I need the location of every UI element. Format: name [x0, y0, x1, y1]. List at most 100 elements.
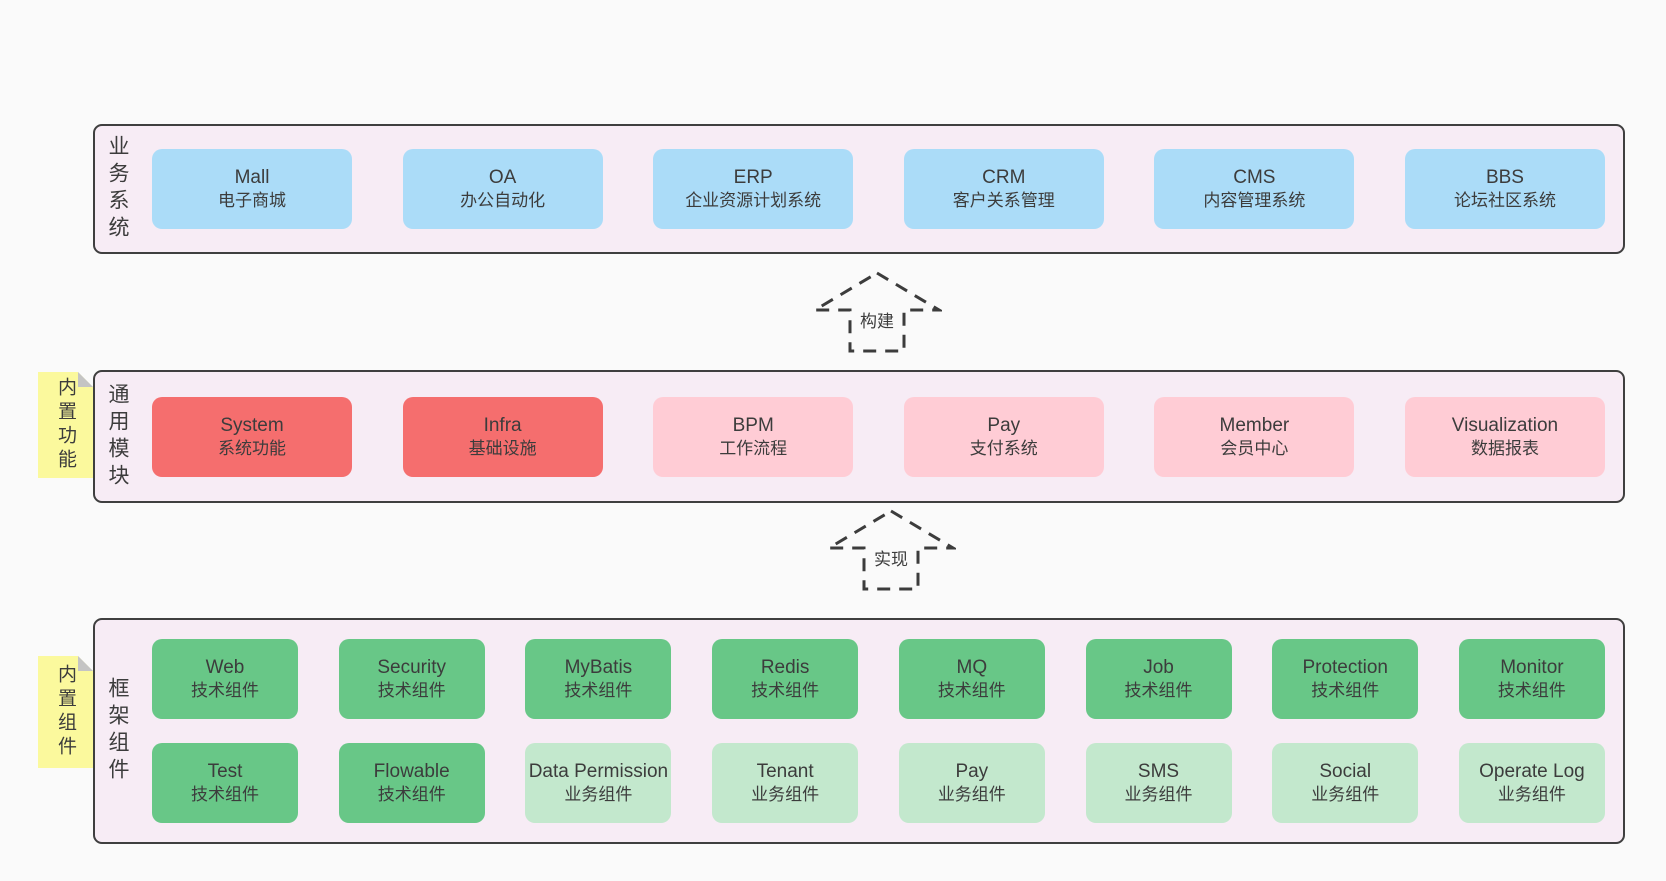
box-title: Mall [234, 167, 270, 189]
box-subtitle: 论坛社区系统 [1453, 191, 1556, 211]
build-arrow: 构建 [812, 270, 942, 354]
box-title: MyBatis [564, 657, 633, 679]
box-subtitle: 工作流程 [719, 438, 788, 458]
framework-components-row-1: Web 技术组件 Security 技术组件 MyBatis 技术组件 Redi… [152, 639, 1605, 719]
box-mybatis: MyBatis 技术组件 [525, 639, 672, 719]
box-crm: CRM 客户关系管理 [903, 149, 1104, 229]
box-subtitle: 技术组件 [1124, 681, 1193, 701]
box-web: Web 技术组件 [152, 639, 298, 719]
box-flowable: Flowable 技术组件 [338, 743, 485, 823]
framework-components-row-2: Test 技术组件 Flowable 技术组件 Data Permission … [152, 743, 1605, 823]
box-erp: ERP 企业资源计划系统 [653, 149, 854, 229]
implement-arrow-label: 实现 [869, 544, 913, 571]
sticky-tab-label: 内置功能 [55, 377, 76, 473]
box-title: BBS [1485, 167, 1524, 189]
box-title: Member [1219, 414, 1290, 436]
box-title: Operate Log [1479, 761, 1585, 783]
layer-label-common-modules: 通用模块 [106, 382, 129, 491]
box-subtitle: 企业资源计划系统 [685, 191, 822, 211]
sticky-tab-built-in-features: 内置功能 [38, 372, 93, 478]
folded-corner-icon [78, 656, 93, 671]
box-redis: Redis 技术组件 [712, 639, 859, 719]
layer-label-framework-components: 框架组件 [106, 677, 129, 785]
box-title: ERP [733, 167, 773, 189]
box-mq: MQ 技术组件 [898, 639, 1045, 719]
box-title: Infra [483, 414, 522, 436]
box-member: Member 会员中心 [1154, 396, 1355, 477]
box-title: CRM [982, 167, 1026, 189]
box-test: Test 技术组件 [152, 743, 298, 823]
layer-framework-components: 框架组件 Web 技术组件 Security 技术组件 MyBatis 技术组件… [93, 618, 1625, 844]
business-systems-boxes: Mall 电子商城 OA 办公自动化 ERP 企业资源计划系统 CRM 客户关系… [128, 126, 1623, 252]
box-subtitle: 技术组件 [377, 681, 446, 701]
box-subtitle: 业务组件 [1311, 785, 1380, 805]
box-title: Protection [1302, 657, 1388, 679]
dashed-up-arrow-icon [812, 271, 942, 353]
box-operate-log: Operate Log 业务组件 [1458, 743, 1605, 823]
box-subtitle: 会员中心 [1220, 438, 1289, 458]
box-sms: SMS 业务组件 [1085, 743, 1232, 823]
common-modules-boxes: System 系统功能 Infra 基础设施 BPM 工作流程 Pay 支付系统… [128, 372, 1623, 501]
box-subtitle: 技术组件 [1311, 681, 1380, 701]
box-title: Job [1143, 657, 1174, 679]
sticky-tab-label: 内置组件 [55, 664, 76, 760]
box-title: Data Permission [528, 761, 669, 783]
box-subtitle: 业务组件 [1497, 785, 1566, 805]
folded-corner-icon [78, 372, 93, 387]
box-cms: CMS 内容管理系统 [1154, 149, 1355, 229]
box-data-permission: Data Permission 业务组件 [525, 743, 672, 823]
box-title: Security [377, 657, 447, 679]
box-monitor: Monitor 技术组件 [1458, 639, 1605, 719]
box-subtitle: 业务组件 [751, 785, 820, 805]
box-subtitle: 技术组件 [191, 785, 259, 805]
box-subtitle: 技术组件 [377, 785, 446, 805]
box-subtitle: 技术组件 [1497, 681, 1566, 701]
box-pay-business: Pay 业务组件 [898, 743, 1045, 823]
box-infra: Infra 基础设施 [402, 396, 603, 477]
box-title: OA [488, 167, 517, 189]
box-subtitle: 业务组件 [1124, 785, 1193, 805]
box-title: System [220, 414, 284, 436]
box-title: Visualization [1451, 414, 1559, 436]
box-bpm: BPM 工作流程 [653, 396, 854, 477]
box-subtitle: 基础设施 [468, 438, 537, 458]
box-subtitle: 内容管理系统 [1203, 191, 1306, 211]
layer-business-systems: 业务系统 Mall 电子商城 OA 办公自动化 ERP 企业资源计划系统 CRM… [93, 124, 1625, 254]
box-social: Social 业务组件 [1272, 743, 1419, 823]
box-visualization: Visualization 数据报表 [1404, 396, 1605, 477]
box-subtitle: 支付系统 [969, 438, 1038, 458]
box-subtitle: 技术组件 [751, 681, 820, 701]
box-subtitle: 数据报表 [1470, 438, 1539, 458]
box-job: Job 技术组件 [1085, 639, 1232, 719]
box-tenant: Tenant 业务组件 [712, 743, 859, 823]
box-subtitle: 技术组件 [937, 681, 1006, 701]
box-oa: OA 办公自动化 [402, 149, 603, 229]
box-subtitle: 业务组件 [937, 785, 1006, 805]
box-title: Tenant [756, 761, 814, 783]
build-arrow-label: 构建 [855, 306, 899, 333]
box-subtitle: 技术组件 [564, 681, 633, 701]
box-title: Web [205, 657, 245, 679]
box-subtitle: 技术组件 [191, 681, 259, 701]
box-title: CMS [1233, 167, 1276, 189]
layer-common-modules: 通用模块 System 系统功能 Infra 基础设施 BPM 工作流程 Pay… [93, 370, 1625, 503]
box-title: Social [1319, 761, 1372, 783]
box-title: SMS [1137, 761, 1180, 783]
box-security: Security 技术组件 [338, 639, 485, 719]
box-title: Pay [987, 414, 1021, 436]
box-title: BPM [732, 414, 774, 436]
box-subtitle: 客户关系管理 [952, 191, 1055, 211]
box-title: Flowable [373, 761, 450, 783]
box-title: MQ [956, 657, 988, 679]
framework-components-rows: Web 技术组件 Security 技术组件 MyBatis 技术组件 Redi… [128, 620, 1623, 842]
box-title: Test [207, 761, 243, 783]
sticky-tab-built-in-components: 内置组件 [38, 656, 93, 768]
box-system: System 系统功能 [152, 396, 352, 477]
box-subtitle: 电子商城 [218, 191, 286, 211]
box-pay: Pay 支付系统 [903, 396, 1104, 477]
box-subtitle: 系统功能 [218, 438, 286, 458]
dashed-up-arrow-icon [826, 509, 956, 591]
box-mall: Mall 电子商城 [152, 149, 352, 229]
box-bbs: BBS 论坛社区系统 [1404, 149, 1605, 229]
box-title: Pay [955, 761, 989, 783]
